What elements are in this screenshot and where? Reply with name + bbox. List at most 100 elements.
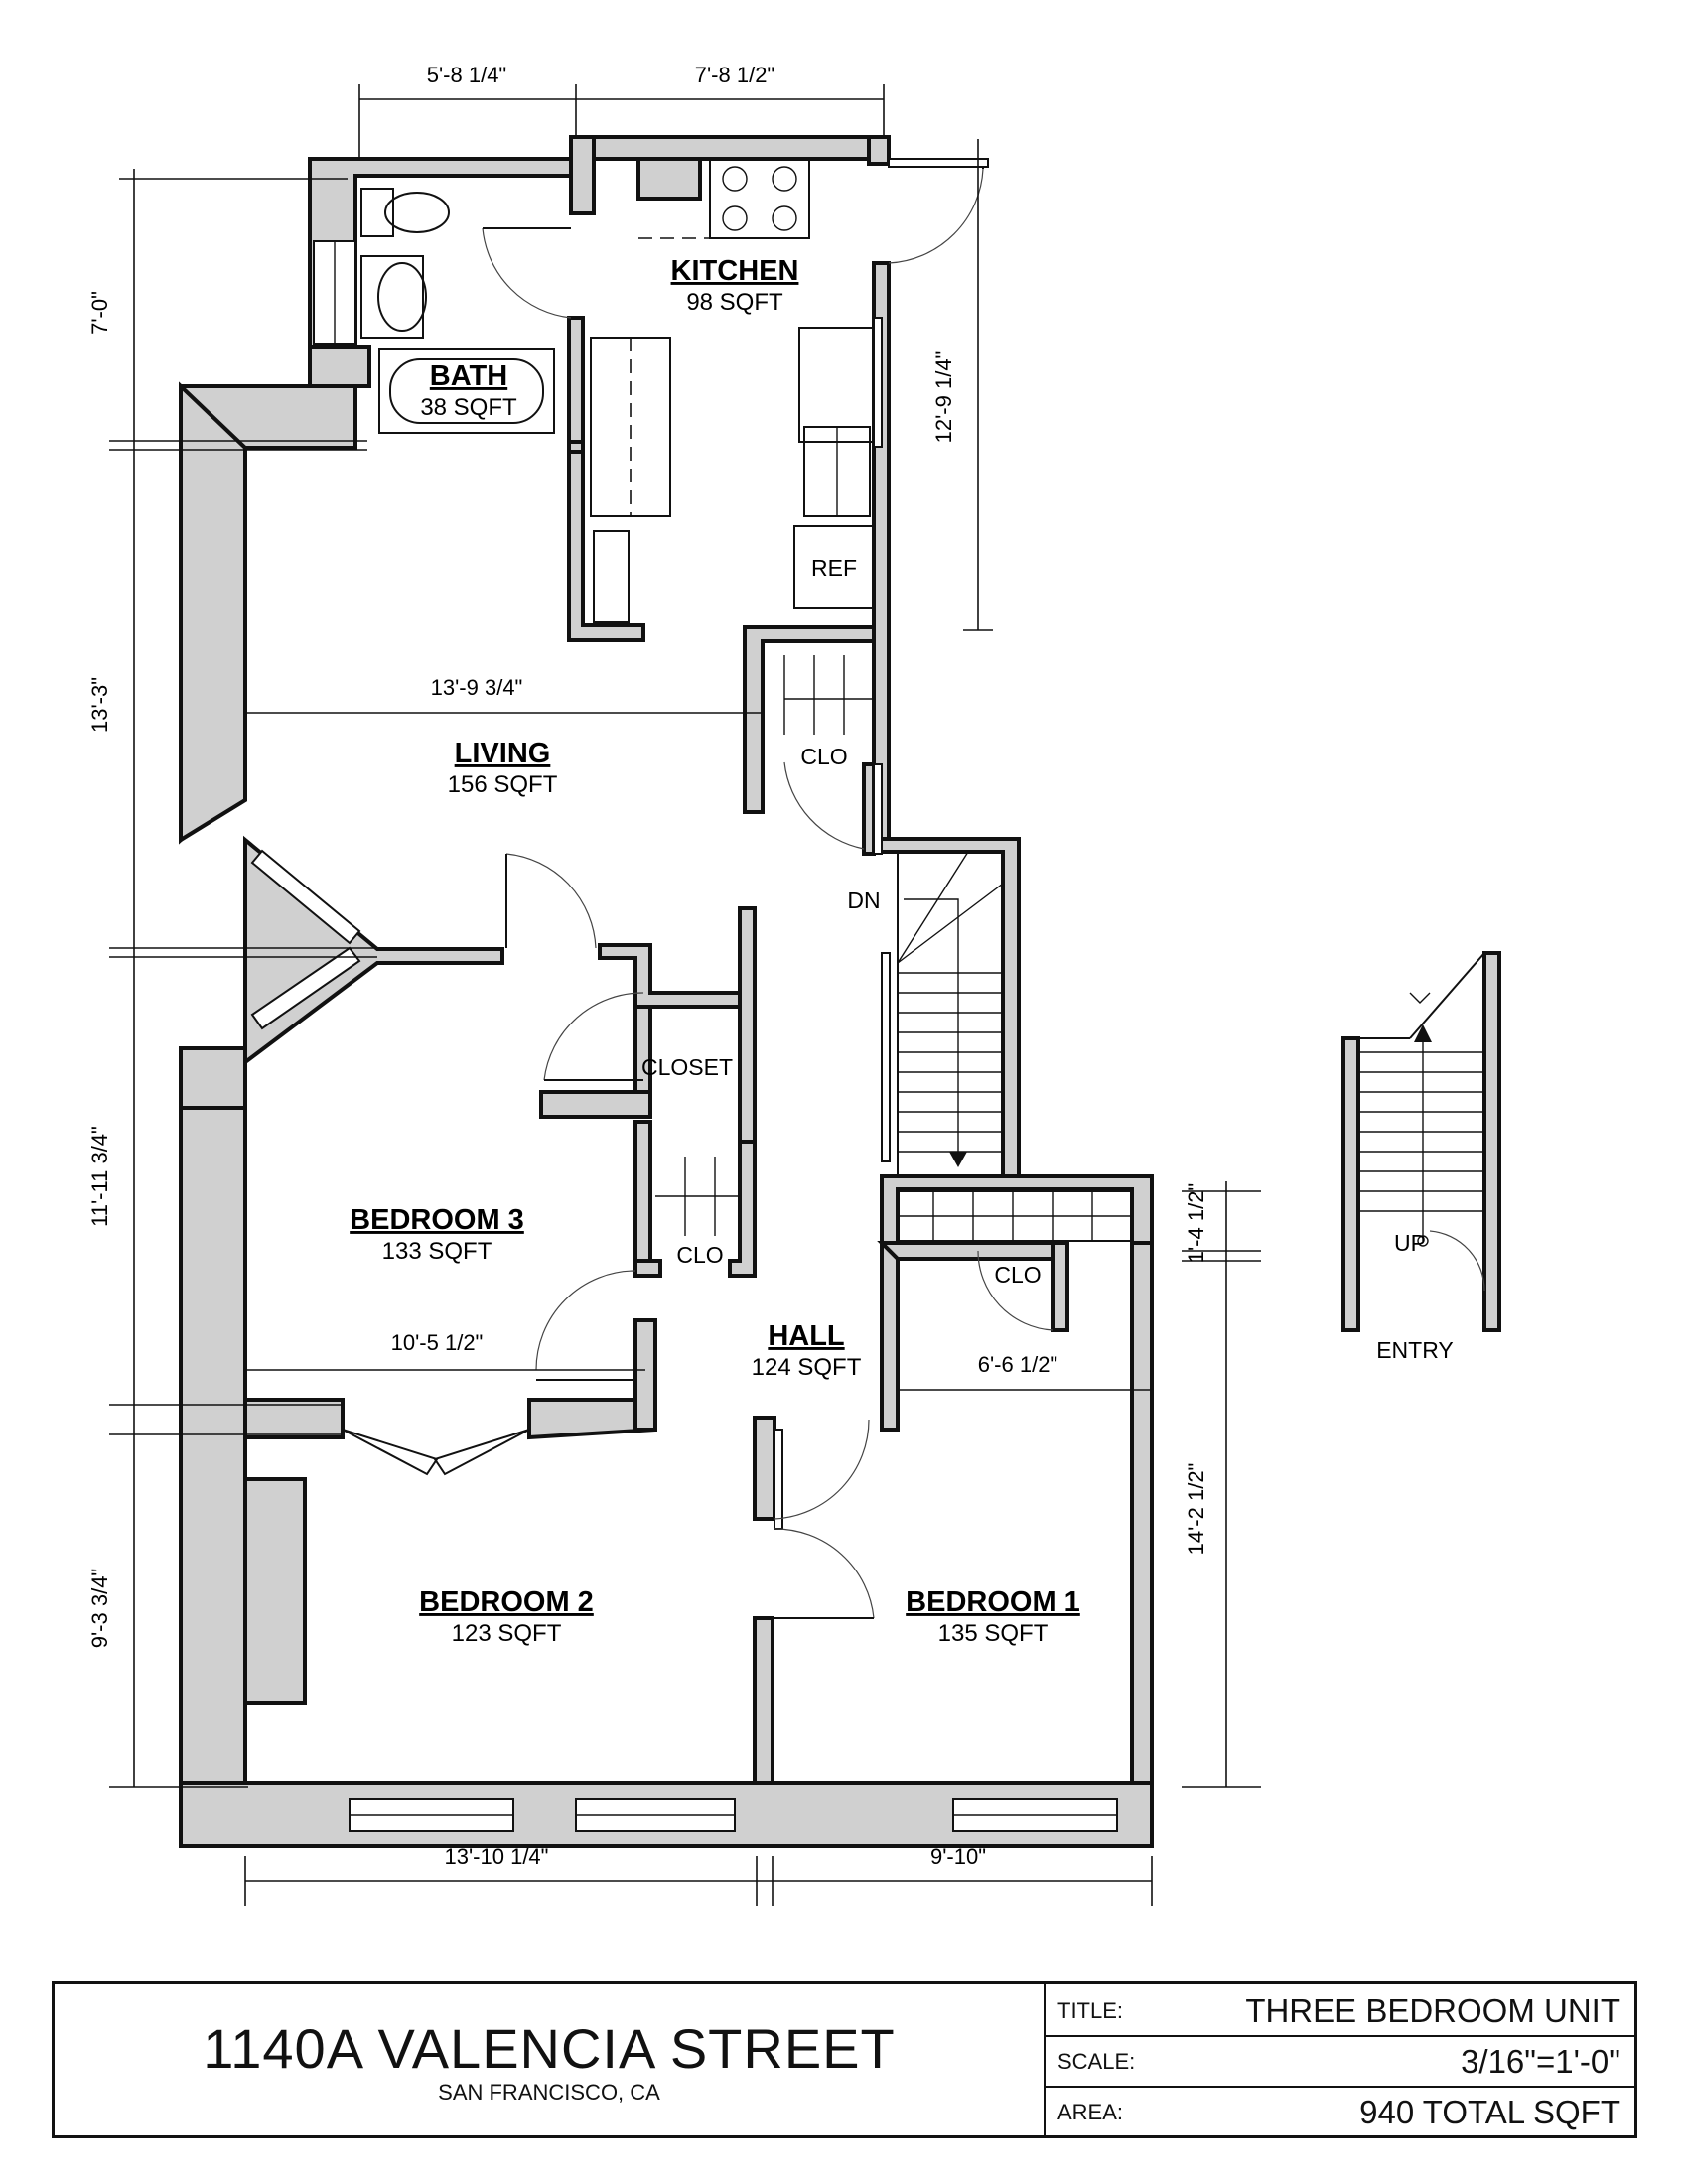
scale-value: 3/16"=1'-0" <box>1461 2043 1620 2080</box>
wall-stair-right <box>872 837 1021 1178</box>
room-labels: KITCHEN 98 SQFT BATH 38 SQFT LIVING 156 … <box>350 255 1080 1647</box>
wall-hall-left <box>633 1318 657 1432</box>
dim-left-2: 13'-3" <box>87 677 112 733</box>
wall-right-outer <box>1130 1241 1154 1785</box>
floor-plan: KITCHEN 98 SQFT BATH 38 SQFT LIVING 156 … <box>87 63 1501 1906</box>
dim-living-width: 13'-9 3/4" <box>431 675 523 700</box>
dim-bottom-left: 13'-10 1/4" <box>445 1844 549 1869</box>
kitchen-back-door <box>888 158 989 168</box>
wall-bed2-bed1 <box>753 1616 774 1785</box>
refrigerator <box>793 525 875 609</box>
wall-clo2-right <box>728 1140 757 1278</box>
stair-down-label: DN <box>847 887 880 913</box>
closet-bed3-label: CLO <box>676 1242 723 1268</box>
wall-chimney <box>243 1477 307 1705</box>
kitchen-area: 98 SQFT <box>686 289 783 316</box>
bath-name: BATH <box>430 360 507 392</box>
closet-pocket-door <box>873 763 883 855</box>
main-stairs <box>897 851 1004 1177</box>
toilet-bowl <box>384 192 450 233</box>
address: 1140A VALENCIA STREET <box>203 2017 896 2080</box>
wall-bed3-bed2-left <box>243 1398 345 1439</box>
dim-bedroom3-width: 10'-5 1/2" <box>391 1330 484 1355</box>
dim-right-small: 1'-4 1/2" <box>1184 1183 1208 1264</box>
kitchen-side-window <box>873 317 883 448</box>
bedroom3-name: BEDROOM 3 <box>350 1204 524 1236</box>
area-row: AREA: 940 TOTAL SQFT <box>1044 2086 1634 2136</box>
bedroom3-area: 133 SQFT <box>382 1238 492 1265</box>
wall-kitchen-top <box>569 135 891 161</box>
title-key: TITLE: <box>1057 1998 1124 2023</box>
toilet-tank <box>360 188 394 237</box>
wall-hall-stub <box>753 1416 776 1521</box>
wall-clo2-left <box>633 1120 652 1278</box>
dim-bedroom1-width: 6'-6 1/2" <box>978 1352 1058 1377</box>
bedroom2-name: BEDROOM 2 <box>419 1586 594 1618</box>
wall-kitchen-column <box>636 157 702 201</box>
bedroom1-door-jamb <box>774 1429 783 1530</box>
wall-closet-living <box>743 625 876 814</box>
closet-bed1-label: CLO <box>994 1262 1041 1288</box>
wall-clo2-bottom <box>633 1259 662 1278</box>
dim-left-3: 11'-11 3/4" <box>87 1126 112 1227</box>
ref-label: REF <box>811 555 857 581</box>
door-swings <box>342 167 1485 1619</box>
bathtub <box>378 348 555 434</box>
hall-area: 124 SQFT <box>752 1354 862 1381</box>
entry-stairs <box>1341 951 1501 1332</box>
closet-shelves <box>655 655 1133 1242</box>
area-key: AREA: <box>1057 2100 1124 2124</box>
wall-left-lower <box>179 1046 247 1785</box>
entry-up-arrow <box>1414 1024 1432 1042</box>
title-row: TITLE: THREE BEDROOM UNIT <box>1044 1984 1634 2037</box>
scale-row: SCALE: 3/16"=1'-0" <box>1044 2035 1634 2088</box>
living-name: LIVING <box>455 738 551 769</box>
wall-bed1-top <box>880 1174 1154 1432</box>
dim-top-left: 5'-8 1/4" <box>427 63 507 87</box>
stove <box>709 158 810 239</box>
wall-closet-door-jamb <box>862 762 876 856</box>
wall-bath-lower <box>308 345 371 388</box>
fixtures <box>360 158 1501 1332</box>
entry-label: ENTRY <box>1376 1337 1454 1363</box>
stair-rail <box>881 952 891 1162</box>
window-bay-lower <box>250 946 361 1030</box>
dim-left-4: 9'-3 3/4" <box>87 1569 112 1649</box>
window-bay-upper <box>250 849 361 945</box>
kitchen-name: KITCHEN <box>671 255 799 287</box>
dim-left-1: 7'-0" <box>87 291 112 335</box>
bath-sink <box>360 255 424 339</box>
dimension-lines <box>109 84 1261 1906</box>
wall-closet-right <box>738 906 757 1144</box>
dim-bottom-right: 9'-10" <box>930 1844 986 1869</box>
wall-left-mid <box>179 1046 247 1110</box>
title-block-address-panel: 1140A VALENCIA STREET SAN FRANCISCO, CA <box>55 1984 1046 2135</box>
title-block: 1140A VALENCIA STREET SAN FRANCISCO, CA … <box>52 1981 1637 2138</box>
wall-clo3-door <box>1051 1241 1069 1332</box>
area-value: 940 TOTAL SQFT <box>1359 2094 1620 2130</box>
stair-down-arrow <box>949 1152 967 1167</box>
wall-clo3-bottom <box>877 1241 1062 1261</box>
scale-key: SCALE: <box>1057 2049 1136 2074</box>
dim-right-large: 14'-2 1/2" <box>1184 1463 1208 1556</box>
bath-area: 38 SQFT <box>420 394 517 421</box>
wall-closet-top <box>598 943 757 1009</box>
wall-closet-bottom <box>539 1090 652 1119</box>
dishwasher <box>593 530 630 623</box>
living-area: 156 SQFT <box>448 771 558 798</box>
wall-kitchen-top-right <box>867 135 891 166</box>
title-value: THREE BEDROOM UNIT <box>1245 1992 1620 2029</box>
windows <box>250 158 1118 1832</box>
closet-label: CLOSET <box>641 1054 733 1080</box>
dim-top-right: 7'-8 1/2" <box>695 63 775 87</box>
bedroom1-name: BEDROOM 1 <box>906 1586 1080 1618</box>
bedroom1-area: 135 SQFT <box>938 1620 1049 1647</box>
wall-kitchen-notch <box>567 440 585 454</box>
wall-kitchen-left <box>567 316 645 642</box>
dimension-labels: 5'-8 1/4" 7'-8 1/2" 12'-9 1/4" 13'-9 3/4… <box>87 63 1208 1869</box>
fixture-labels: REF CLO CLOSET CLO CLO DN UP ENTRY <box>641 555 1454 1363</box>
hall-name: HALL <box>768 1320 844 1352</box>
bedroom2-area: 123 SQFT <box>452 1620 562 1647</box>
city: SAN FRANCISCO, CA <box>438 2080 660 2105</box>
dim-kitchen-height: 12'-9 1/4" <box>931 351 956 444</box>
